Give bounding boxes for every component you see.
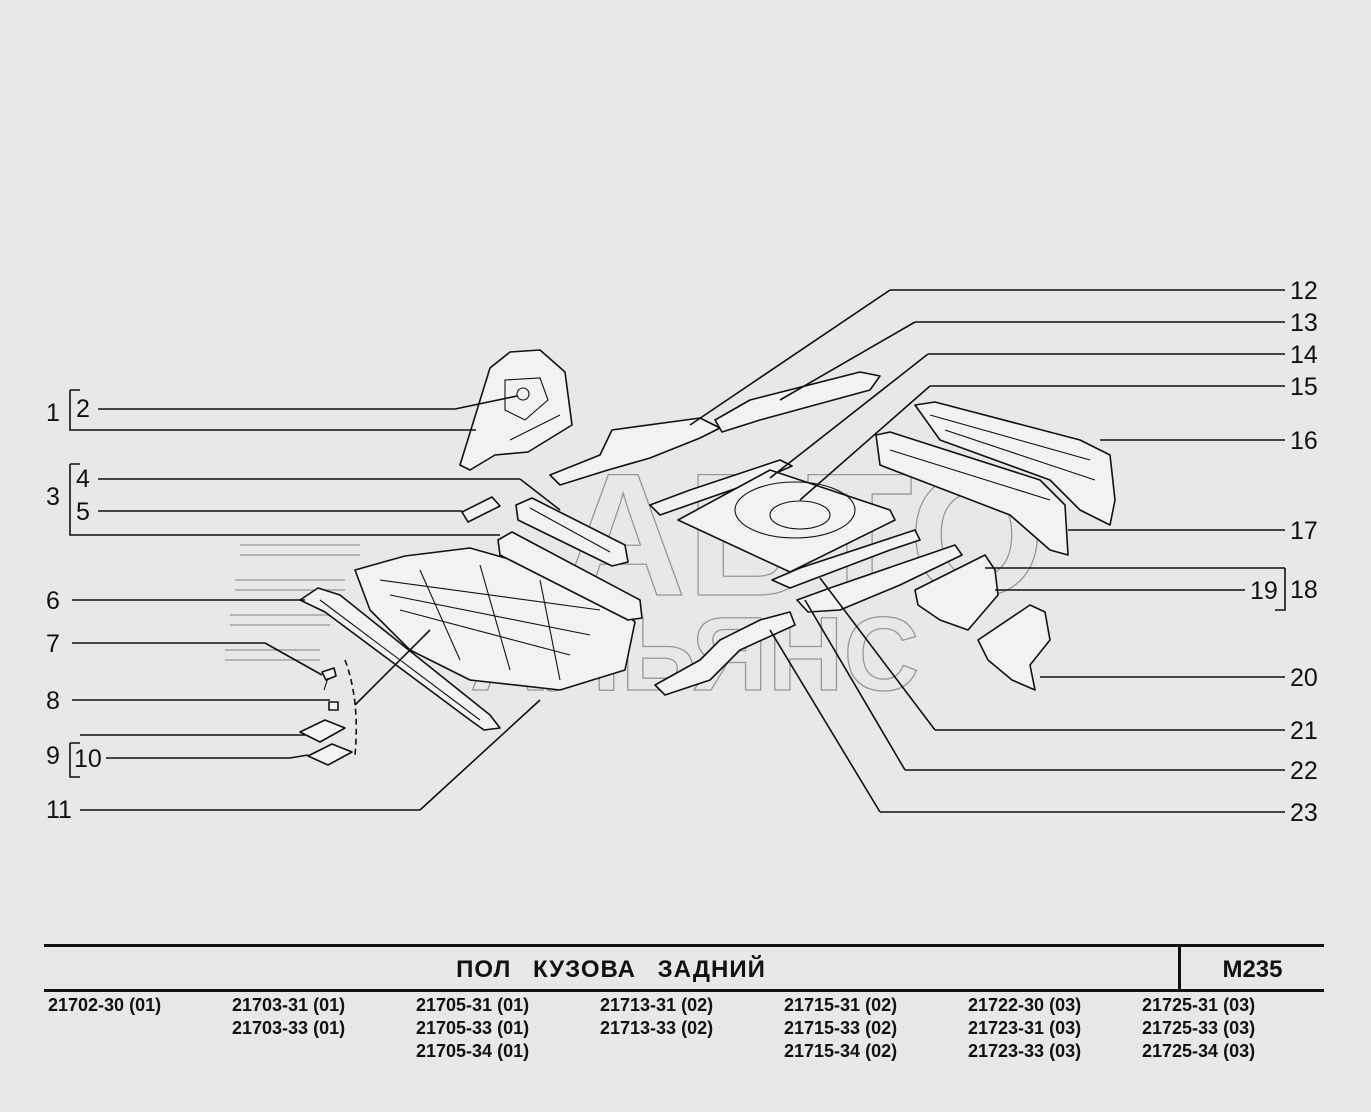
callout-7: 7 [46,630,60,658]
parts-diagram: АВТО АЛЬЯНС [46,277,1318,827]
part-spare-wheel-well [677,469,896,573]
model-code: 21702-30 (01) [48,995,162,1015]
model-column: 21713-31 (02) 21713-33 (02) [600,994,713,1040]
model-code: 21723-33 (03) [968,1041,1082,1061]
callout-8: 8 [46,687,60,715]
callout-18: 18 [1290,576,1318,604]
part-crossmember-4 [515,497,629,567]
callout-labels: 1 2 3 4 5 6 7 8 9 10 11 12 13 14 15 16 1… [46,277,1318,827]
model-code: 21725-31 (03) [1142,995,1256,1015]
callout-19: 19 [1250,577,1278,605]
callout-2: 2 [76,395,90,423]
callout-22: 22 [1290,757,1318,785]
callout-20: 20 [1290,664,1318,692]
leader-lines [69,289,1286,813]
drawing-code: M235 [1222,956,1283,983]
callout-9: 9 [46,742,60,770]
part-crossmember-inner [497,531,643,621]
callout-4: 4 [76,465,90,493]
callout-1: 1 [46,399,60,427]
title-divider [1178,947,1181,991]
callout-15: 15 [1290,373,1318,401]
part-plug-9 [299,719,353,766]
part-screw-7 [321,667,337,691]
title-bottom-rule [44,989,1324,992]
part-box-19 [914,554,999,631]
model-column: 21715-31 (02) 21715-33 (02) 21715-34 (02… [784,994,897,1063]
part-member-21 [771,529,921,589]
model-column: 21725-31 (03) 21725-33 (03) 21725-34 (03… [1142,994,1255,1063]
part-panel-16 [914,401,1116,526]
part-member-22 [796,544,963,613]
callout-21: 21 [1290,717,1318,745]
model-code: 21715-33 (02) [784,1018,898,1038]
page-title: ПОЛ КУЗОВА ЗАДНИЙ [456,956,766,983]
model-code: 21703-31 (01) [232,995,346,1015]
callout-16: 16 [1290,427,1318,455]
part-wheel-arch [459,349,573,471]
callout-10: 10 [74,745,102,773]
model-code: 21725-33 (03) [1142,1018,1256,1038]
callout-6: 6 [46,587,60,615]
model-code: 21705-33 (01) [416,1018,530,1038]
model-list: 21702-30 (01) 21703-31 (01) 21703-33 (01… [0,994,1371,1104]
part-panel-17 [875,431,1069,556]
part-rail-13 [714,371,881,433]
part-rail-12 [549,417,721,486]
callout-11: 11 [46,796,72,824]
part-box-20 [977,604,1051,691]
model-code: 21715-31 (02) [784,995,898,1015]
model-column: 21703-31 (01) 21703-33 (01) [232,994,345,1040]
callout-5: 5 [76,498,90,526]
model-code: 21705-31 (01) [416,995,530,1015]
model-column: 21702-30 (01) [48,994,161,1017]
model-code: 21705-34 (01) [416,1041,530,1061]
model-column: 21705-31 (01) 21705-33 (01) 21705-34 (01… [416,994,529,1063]
model-code: 21703-33 (01) [232,1018,346,1038]
callout-12: 12 [1290,277,1318,305]
callout-13: 13 [1290,309,1318,337]
part-member-23 [654,611,796,696]
callout-14: 14 [1290,341,1318,369]
callout-17: 17 [1290,517,1318,545]
callout-23: 23 [1290,799,1318,827]
callout-3: 3 [46,483,60,511]
model-code: 21713-33 (02) [600,1018,714,1038]
part-nut-8 [328,701,339,711]
model-code: 21715-34 (02) [784,1041,898,1061]
title-block: ПОЛ КУЗОВА ЗАДНИЙ M235 [44,944,1324,992]
model-code: 21713-31 (02) [600,995,714,1015]
model-code: 21722-30 (03) [968,995,1082,1015]
part-bracket-5 [461,496,501,523]
model-code: 21723-31 (03) [968,1018,1082,1038]
model-code: 21725-34 (03) [1142,1041,1256,1061]
part-crossmember-14 [649,459,793,516]
model-column: 21722-30 (03) 21723-31 (03) 21723-33 (03… [968,994,1081,1063]
